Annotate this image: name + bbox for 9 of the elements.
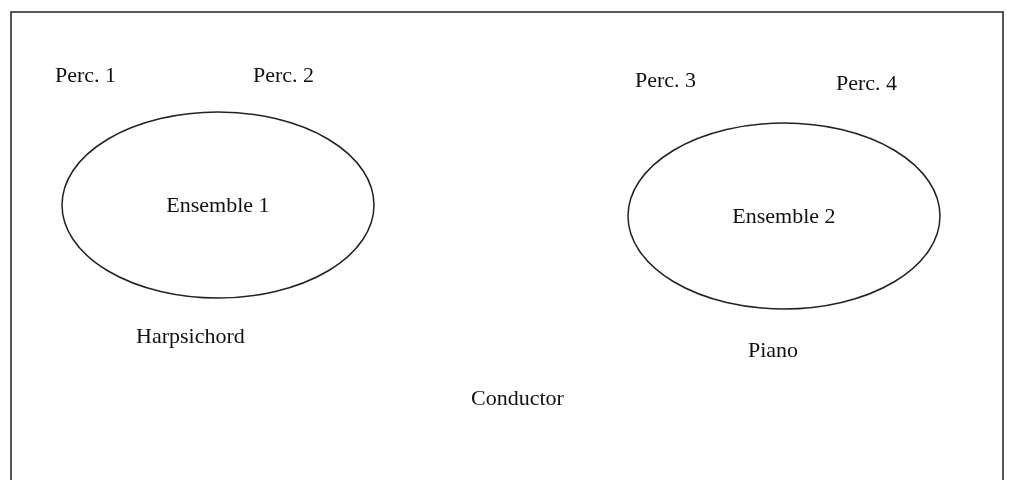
position-label: Conductor xyxy=(471,387,564,409)
position-label: Perc. 2 xyxy=(253,64,315,86)
node-label: Ensemble 1 xyxy=(166,192,270,218)
node-label: Ensemble 2 xyxy=(732,203,836,229)
position-label: Perc. 4 xyxy=(836,72,898,94)
position-label: Piano xyxy=(748,339,799,361)
position-label: Perc. 1 xyxy=(55,64,117,86)
position-label: Harpsichord xyxy=(136,325,245,347)
position-label: Perc. 3 xyxy=(635,69,697,91)
